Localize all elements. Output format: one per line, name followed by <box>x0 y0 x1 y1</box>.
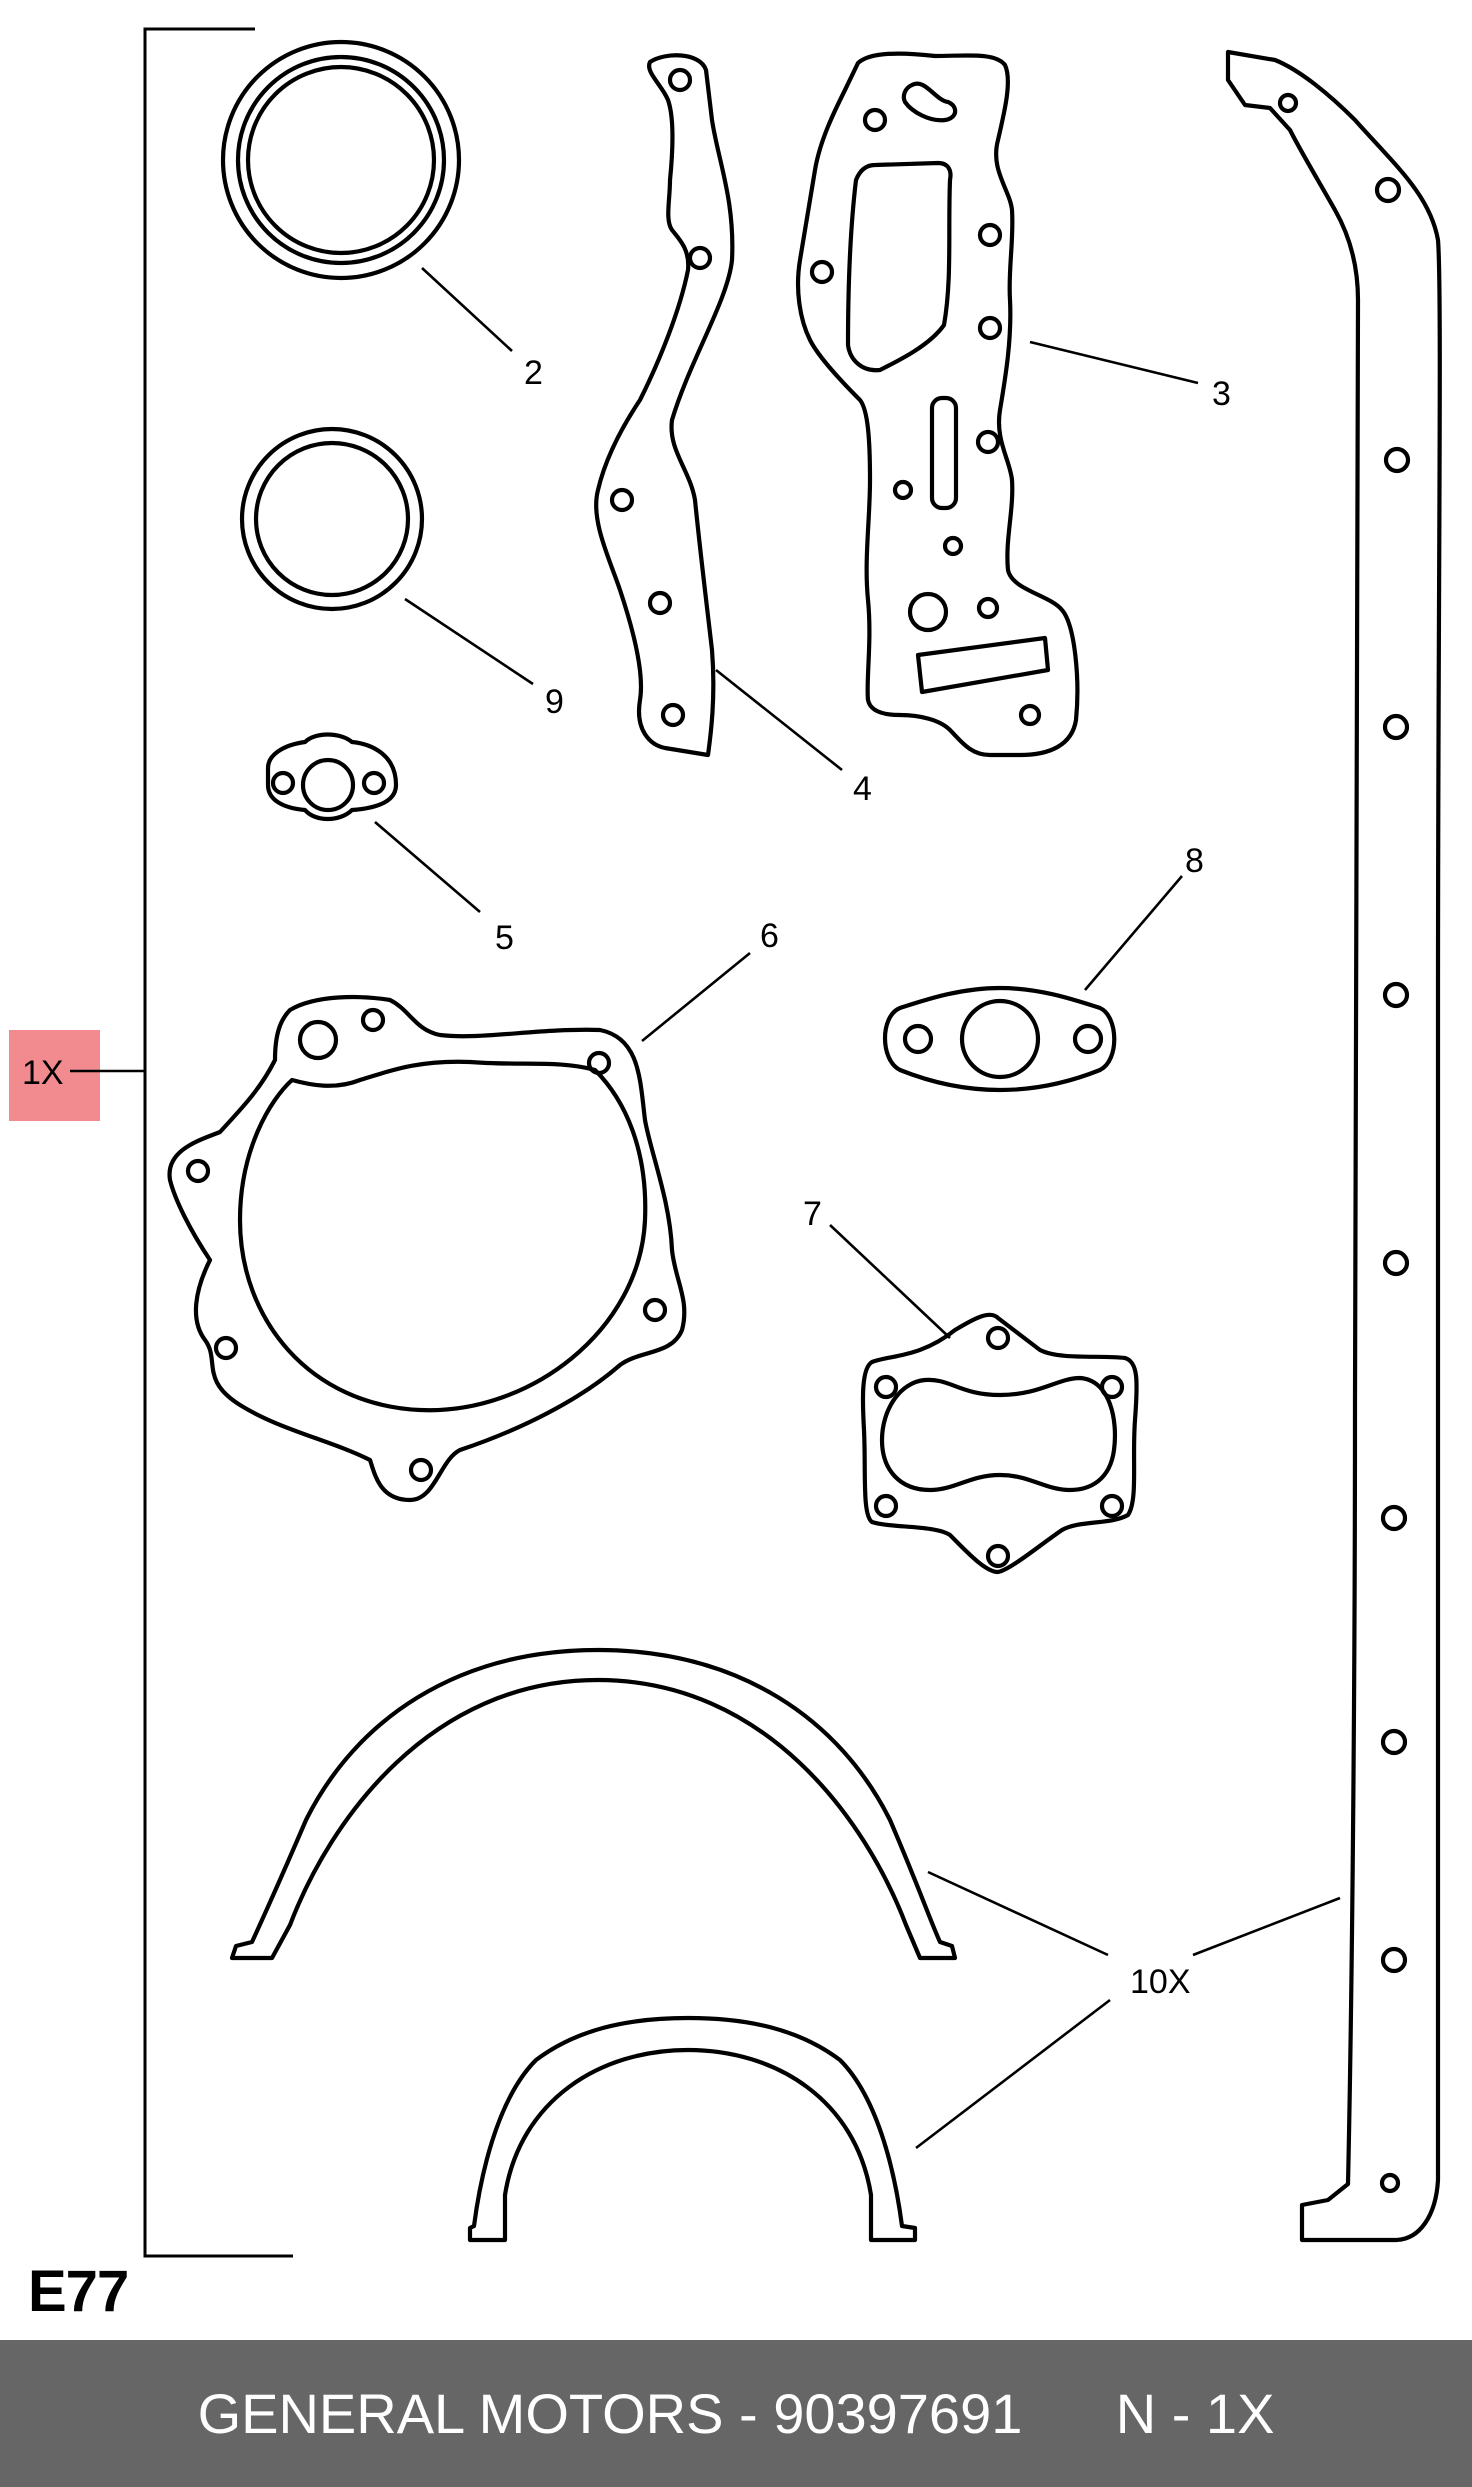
callout-6: 6 <box>760 917 779 955</box>
part-4-curved-gasket <box>594 53 735 758</box>
callout-4: 4 <box>853 770 872 808</box>
part-3-intake-gasket <box>795 51 1080 758</box>
part-5-flange-gasket <box>265 732 399 822</box>
part-number-footer: GENERAL MOTORS - 90397691 N - 1X <box>0 2340 1472 2487</box>
gasket-set-diagram: 1X 2 9 5 4 <box>22 27 1442 2258</box>
part-10-oil-pan-gasket <box>1225 49 1442 2243</box>
quantity-label: 1X <box>22 1054 64 1092</box>
callout-9: 9 <box>545 683 564 721</box>
quantity-highlight <box>9 1030 100 1121</box>
callout-3: 3 <box>1212 375 1231 413</box>
part-7-thermostat-gasket <box>860 1312 1139 1575</box>
part-2-crankshaft-seal <box>220 39 462 281</box>
callout-7: 7 <box>803 1195 822 1233</box>
callout-2: 2 <box>524 354 543 392</box>
part-10-large-arc-seal <box>229 1647 958 1961</box>
part-8-flange-gasket <box>882 985 1117 1093</box>
kit-bracket <box>70 27 293 2258</box>
part-6-front-cover-gasket <box>167 994 687 1503</box>
callout-8: 8 <box>1185 842 1204 880</box>
part-9-o-ring <box>239 426 425 612</box>
section-code: E77 <box>28 2259 129 2324</box>
callout-10: 10X <box>1130 1963 1191 2001</box>
callout-5: 5 <box>495 919 514 957</box>
part-10-small-arc-seal <box>467 2015 918 2243</box>
